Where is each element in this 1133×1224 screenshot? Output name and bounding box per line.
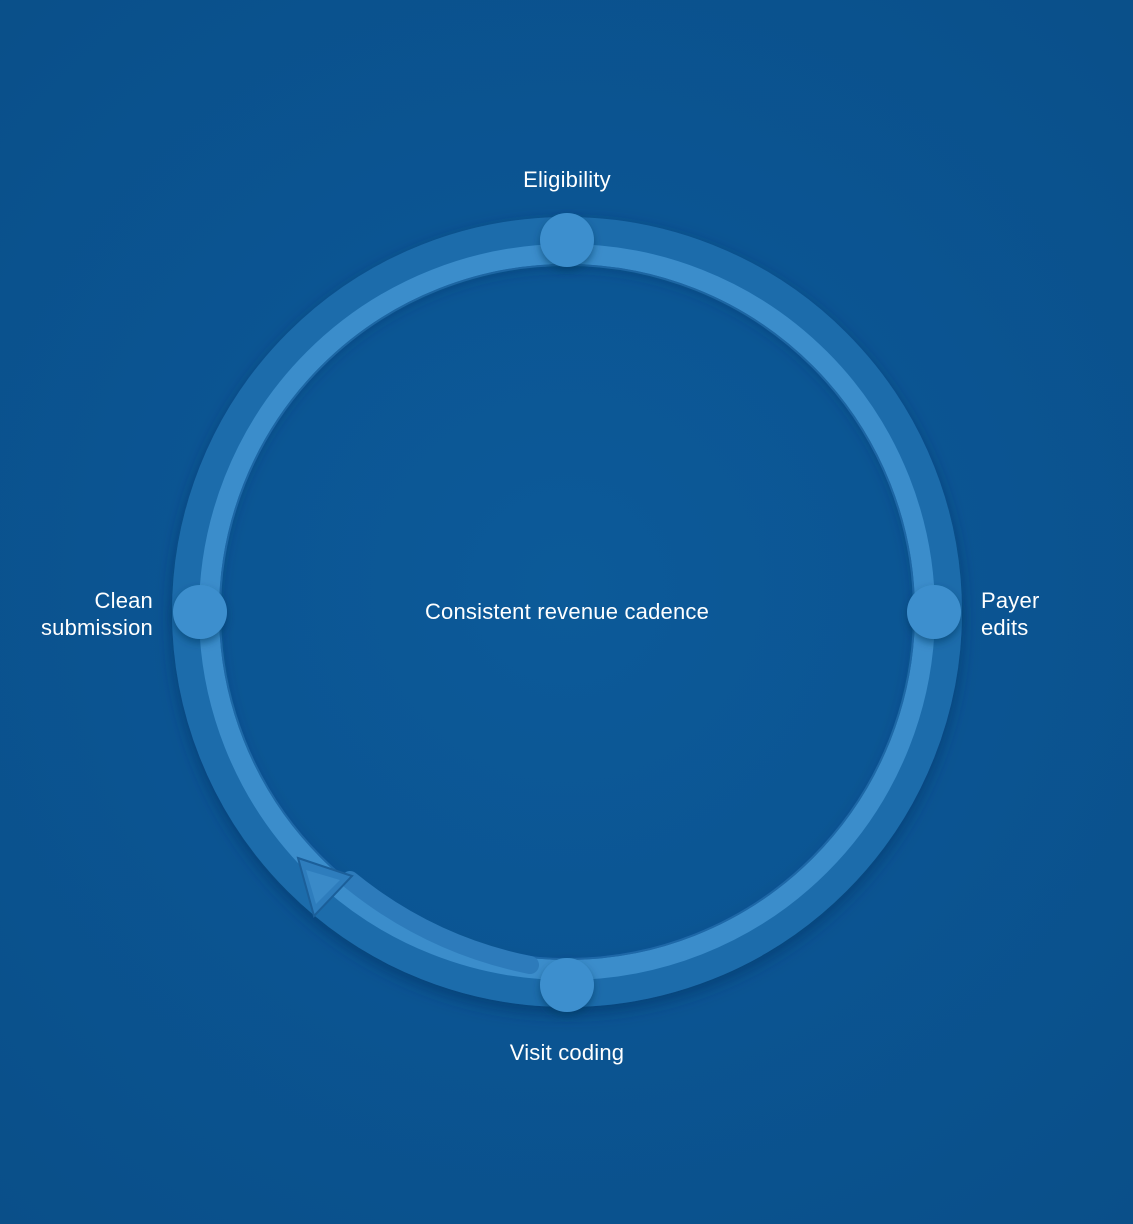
node-visit-coding bbox=[540, 958, 594, 1012]
center-label: Consistent revenue cadence bbox=[424, 599, 710, 624]
node-label-payer-edits-line2: edits bbox=[981, 615, 1029, 640]
node-label-visit-coding: Visit coding bbox=[509, 1040, 625, 1065]
node-clean-submission bbox=[173, 585, 227, 639]
node-label-payer-edits: Payer edits bbox=[981, 587, 1039, 641]
node-label-clean-submission-line1: Clean bbox=[94, 588, 153, 613]
node-eligibility bbox=[540, 213, 594, 267]
cycle-arrow-icon bbox=[296, 856, 539, 974]
node-label-eligibility: Eligibility bbox=[523, 167, 611, 192]
node-label-clean-submission: Clean submission bbox=[12, 587, 153, 641]
node-payer-edits bbox=[907, 585, 961, 639]
node-label-clean-submission-line2: submission bbox=[40, 615, 153, 640]
node-label-payer-edits-line1: Payer bbox=[981, 588, 1040, 613]
